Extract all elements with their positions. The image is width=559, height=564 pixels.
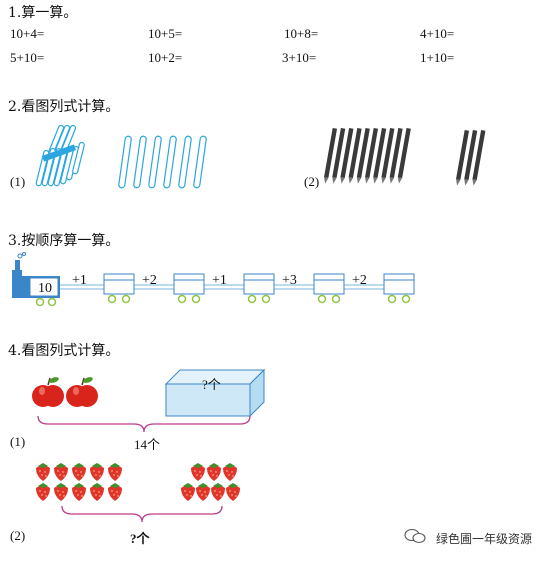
- train-step-label: +2: [142, 273, 157, 288]
- stick-bundle-icon: [35, 124, 85, 187]
- pencil-icon: [356, 128, 370, 184]
- strawberry-icon: [191, 463, 205, 481]
- single-sticks: [118, 135, 207, 189]
- train-car: [173, 273, 205, 304]
- pencil-icon: [456, 130, 470, 186]
- pencil-icon: [397, 128, 411, 184]
- pencil-icon: [332, 128, 346, 184]
- total-2: ?个: [130, 531, 150, 546]
- strawberry-icon: [226, 483, 240, 501]
- equation-8: 1+10=: [420, 50, 455, 65]
- strawberry-icon: [223, 463, 237, 481]
- section2-label-2: (2): [304, 174, 320, 189]
- watermark: 绿色圃一年级资源: [436, 532, 533, 546]
- strawberry-icon: [54, 483, 68, 501]
- strawberry-icon: [181, 483, 195, 501]
- apple-icon: [66, 377, 98, 407]
- locomotive-icon: [12, 252, 60, 307]
- pencil-icon: [324, 128, 338, 184]
- train-car: [243, 273, 275, 304]
- equation-3: 10+8=: [284, 26, 319, 41]
- strawberry-icon: [108, 483, 122, 501]
- pencil-icon: [389, 128, 403, 184]
- strawberry-icon: [207, 463, 221, 481]
- section1-title: 1.算一算。: [8, 5, 78, 21]
- train-step-label: +1: [72, 273, 87, 288]
- pencil-icon: [464, 130, 478, 186]
- pencil-icon: [373, 128, 387, 184]
- train-step-label: +2: [352, 273, 367, 288]
- train-step-label: +3: [282, 273, 297, 288]
- train-step-label: +1: [212, 273, 227, 288]
- section4-label-2: (2): [10, 528, 26, 543]
- strawberry-icon: [72, 463, 86, 481]
- number-train: 10 +1 +2 +1 +3 +2: [12, 252, 415, 307]
- section2-label-1: (1): [10, 174, 26, 189]
- train-car: [313, 273, 345, 304]
- strawberry-icon: [90, 483, 104, 501]
- wechat-icon: [404, 528, 426, 544]
- brace-2: [61, 505, 223, 523]
- train-car: [383, 273, 415, 304]
- brace-1: [37, 415, 251, 433]
- train-start-number: 10: [38, 281, 52, 296]
- equation-2: 10+5=: [148, 26, 183, 41]
- equation-1: 10+4=: [10, 26, 45, 41]
- strawberries-group-2: [181, 463, 240, 501]
- equation-6: 10+2=: [148, 50, 183, 65]
- strawberry-icon: [90, 463, 104, 481]
- equation-5: 5+10=: [10, 50, 45, 65]
- section3-title: 3.按顺序算一算。: [8, 233, 120, 249]
- apple-icon: [32, 377, 64, 407]
- strawberry-icon: [54, 463, 68, 481]
- strawberry-icon: [36, 483, 50, 501]
- pencil-icon: [348, 128, 362, 184]
- strawberry-icon: [72, 483, 86, 501]
- equation-7: 3+10=: [282, 50, 317, 65]
- equation-4: 4+10=: [420, 26, 455, 41]
- strawberry-icon: [196, 483, 210, 501]
- apples: [32, 377, 98, 407]
- strawberries-group-1: [36, 463, 122, 501]
- total-1: 14个: [134, 437, 161, 452]
- pencil-icon: [381, 128, 395, 184]
- section4-title: 4.看图列式计算。: [8, 343, 120, 359]
- pencil-icon: [365, 128, 379, 184]
- strawberry-icon: [36, 463, 50, 481]
- pencil-icon: [472, 130, 486, 186]
- strawberry-icon: [211, 483, 225, 501]
- section2-title: 2.看图列式计算。: [8, 99, 120, 115]
- box-label: ?个: [202, 377, 221, 392]
- pencils-group-1: [324, 128, 411, 184]
- pencils-group-2: [456, 130, 486, 186]
- pencil-icon: [340, 128, 354, 184]
- strawberry-icon: [108, 463, 122, 481]
- train-car: [103, 273, 135, 304]
- section4-label-1: (1): [10, 434, 26, 449]
- box-icon: [164, 368, 266, 418]
